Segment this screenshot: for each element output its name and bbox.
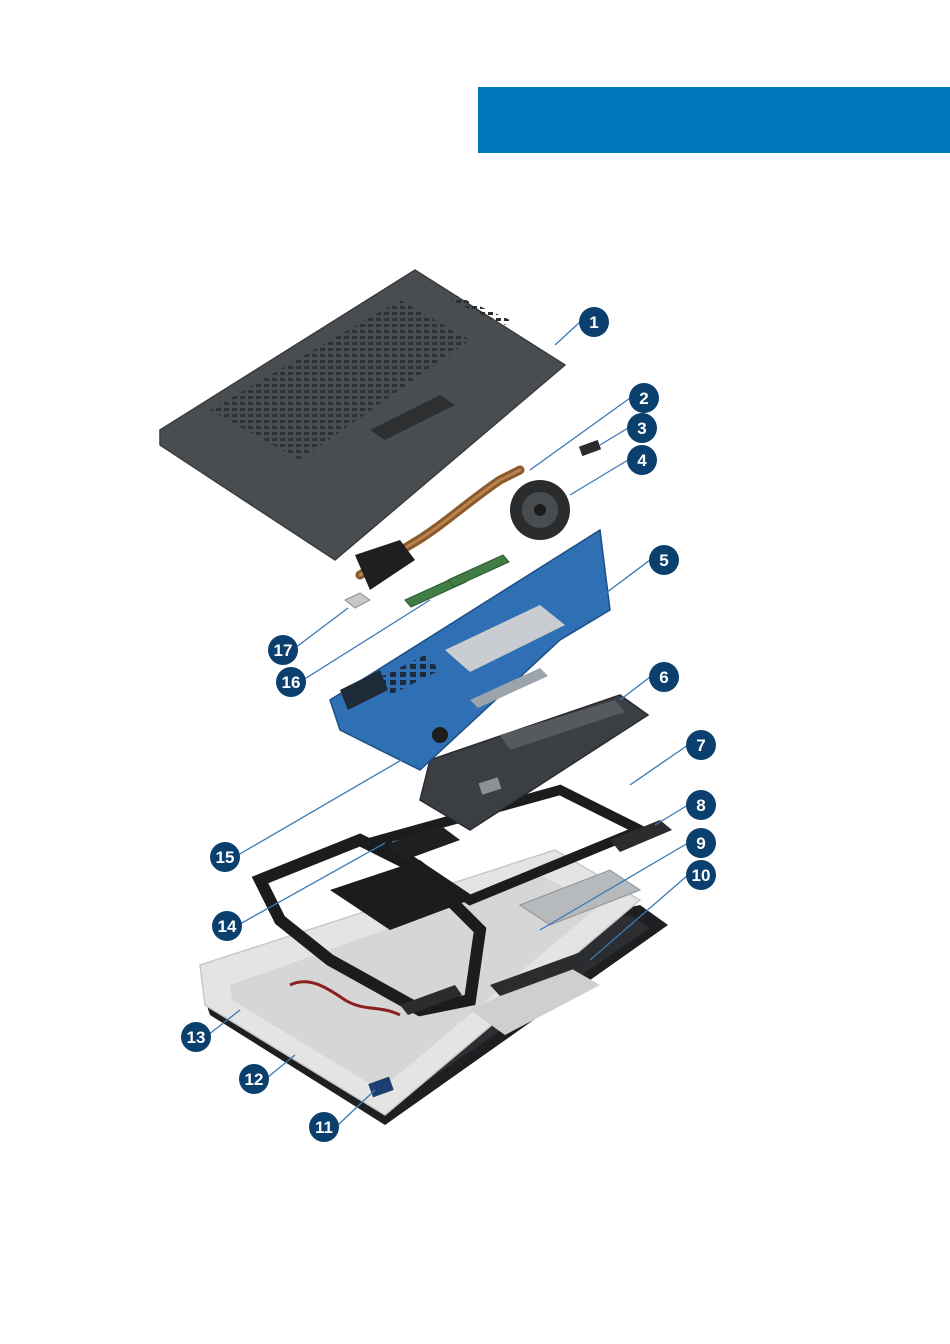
svg-text:8: 8 xyxy=(696,796,705,815)
svg-text:13: 13 xyxy=(187,1028,206,1047)
callout-4: 4 xyxy=(627,445,657,475)
svg-text:3: 3 xyxy=(637,419,646,438)
callout-11: 11 xyxy=(309,1112,339,1142)
svg-text:17: 17 xyxy=(274,641,293,660)
svg-text:10: 10 xyxy=(692,866,711,885)
svg-text:9: 9 xyxy=(696,834,705,853)
callout-2: 2 xyxy=(629,383,659,413)
svg-text:12: 12 xyxy=(245,1070,264,1089)
callout-8: 8 xyxy=(686,790,716,820)
svg-text:5: 5 xyxy=(659,551,668,570)
callout-1: 1 xyxy=(579,307,609,337)
callout-6: 6 xyxy=(649,662,679,692)
svg-text:15: 15 xyxy=(216,848,235,867)
callout-14: 14 xyxy=(212,911,242,941)
callout-13: 13 xyxy=(181,1022,211,1052)
svg-text:14: 14 xyxy=(218,917,237,936)
callout-12: 12 xyxy=(239,1064,269,1094)
callout-9: 9 xyxy=(686,828,716,858)
dc-in-port xyxy=(579,440,601,456)
wlan-card xyxy=(345,593,370,608)
callout-10: 10 xyxy=(686,860,716,890)
svg-text:16: 16 xyxy=(282,673,301,692)
svg-text:7: 7 xyxy=(696,736,705,755)
callout-3: 3 xyxy=(627,413,657,443)
svg-text:1: 1 xyxy=(589,313,598,332)
svg-text:2: 2 xyxy=(639,389,648,408)
callout-16: 16 xyxy=(276,667,306,697)
system-fan xyxy=(510,480,570,540)
callout-7: 7 xyxy=(686,730,716,760)
base-cover xyxy=(160,270,565,560)
svg-text:4: 4 xyxy=(637,451,647,470)
svg-text:11: 11 xyxy=(315,1118,333,1137)
callout-5: 5 xyxy=(649,545,679,575)
callout-17: 17 xyxy=(268,635,298,665)
callout-15: 15 xyxy=(210,842,240,872)
svg-text:6: 6 xyxy=(659,668,668,687)
